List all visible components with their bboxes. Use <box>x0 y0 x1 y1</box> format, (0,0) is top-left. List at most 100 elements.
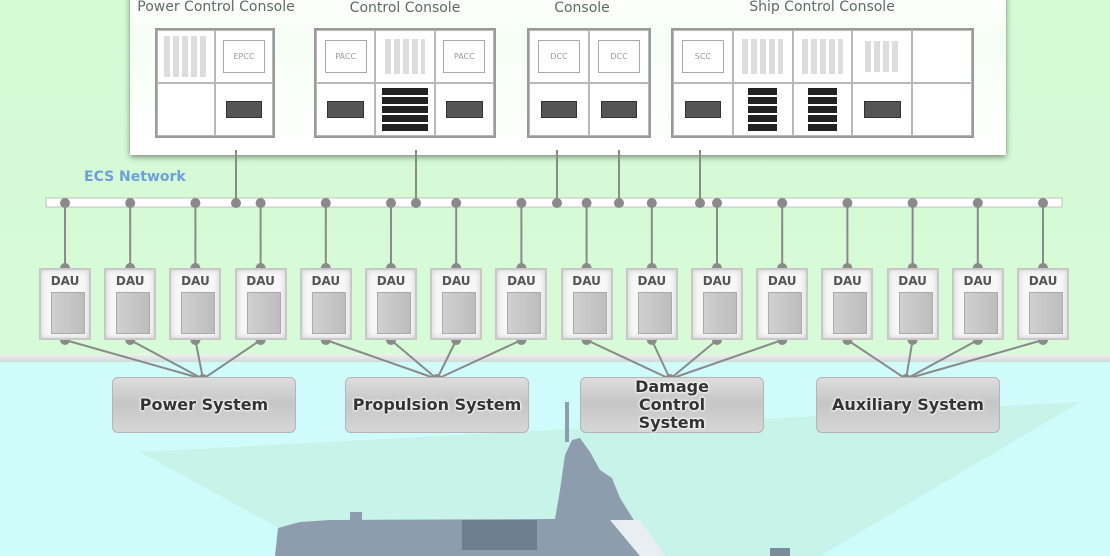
dau-unit[interactable]: DAU <box>495 268 548 340</box>
dau-unit[interactable]: DAU <box>39 268 91 340</box>
dau-unit[interactable]: DAU <box>234 268 287 340</box>
control-panel <box>852 30 913 83</box>
dau-unit[interactable]: DAU <box>299 268 352 340</box>
bus-junction <box>411 198 421 208</box>
bus-junction <box>907 198 918 208</box>
keyboard-panel <box>673 83 733 136</box>
bus-junction <box>614 198 624 208</box>
dau-unit[interactable]: DAU <box>169 268 222 340</box>
dau-label: DAU <box>50 274 80 288</box>
bus-junction <box>552 198 562 208</box>
dau-label: DAU <box>246 274 275 288</box>
keyboard-panel <box>589 83 649 136</box>
dau-label: DAU <box>1028 274 1058 288</box>
area-separator <box>0 354 1110 362</box>
dau-cabinet-icon <box>51 292 85 334</box>
dau-unit[interactable]: DAU <box>625 268 678 340</box>
monitor-label: DCC <box>597 40 641 73</box>
control-panel <box>792 30 853 83</box>
dau-label: DAU <box>181 274 210 288</box>
monitor-label: EPCC <box>223 40 265 73</box>
propulsion-auxiliary-console[interactable]: PACC PACC <box>314 28 496 138</box>
dau-unit[interactable]: DAU <box>1017 268 1069 340</box>
dau-label: DAU <box>115 274 145 288</box>
dau-unit[interactable]: DAU <box>821 268 874 340</box>
power-control-console[interactable]: EPCC <box>155 28 275 138</box>
monitor-label: SCC <box>681 40 725 73</box>
control-panel <box>375 30 435 83</box>
dau-cabinet-icon <box>637 292 672 334</box>
dau-label: DAU <box>898 274 927 288</box>
bus-junction <box>386 198 396 208</box>
dau-system-link <box>905 339 914 380</box>
damage-control-console-title: Damage Control Console <box>525 0 639 16</box>
dau-label: DAU <box>637 274 667 288</box>
propulsion-system-label: Propulsion System <box>352 395 522 414</box>
epcc-monitor: EPCC <box>215 30 273 83</box>
monitor-label: PACC <box>324 40 367 73</box>
lever-panel <box>375 83 435 136</box>
dau-label: DAU <box>767 274 797 288</box>
bus-junction <box>125 198 136 208</box>
dau-system-link <box>129 339 204 380</box>
bus-junction <box>1038 198 1048 208</box>
dau-unit[interactable]: DAU <box>691 268 743 340</box>
keyboard-panel <box>852 83 913 136</box>
ship-control-console-title: Ship Control Console <box>749 0 895 15</box>
dau-label: DAU <box>376 274 406 288</box>
power-system-box[interactable]: Power System <box>112 377 296 433</box>
dau-cabinet-icon <box>116 292 151 334</box>
dau-cabinet-icon <box>572 292 607 334</box>
pacc-monitor: PACC <box>316 30 376 83</box>
dau-cabinet-icon <box>181 292 216 334</box>
dau-system-link <box>436 339 522 380</box>
auxiliary-system-box[interactable]: Auxiliary System <box>816 377 1000 433</box>
dau-system-link <box>202 339 262 380</box>
bus-junction <box>320 198 331 208</box>
dau-cabinet-icon <box>311 292 346 334</box>
propulsion-system-box[interactable]: Propulsion System <box>345 377 529 433</box>
propulsion-auxiliary-console-title: Propulsion/Auxiliary Control Console <box>336 0 474 16</box>
dau-unit[interactable]: DAU <box>430 268 483 340</box>
dau-unit[interactable]: DAU <box>560 268 613 340</box>
dcc-monitor: DCC <box>589 30 649 83</box>
monitor-label: DCC <box>537 40 581 73</box>
dau-cabinet-icon <box>703 292 737 334</box>
bus-junction <box>516 198 527 208</box>
dau-system-link <box>390 339 438 380</box>
ship-control-console[interactable]: SCC <box>671 28 974 138</box>
dau-cabinet-icon <box>898 292 933 334</box>
dau-system-link <box>669 339 718 380</box>
dau-unit[interactable]: DAU <box>104 268 157 340</box>
damage-control-system-box[interactable]: Damage Control System <box>580 377 764 433</box>
dcc-monitor: DCC <box>529 30 589 83</box>
ship-stern-detail <box>770 548 790 556</box>
dau-label: DAU <box>441 274 471 288</box>
ship-radar <box>350 512 362 522</box>
dau-unit[interactable]: DAU <box>365 268 417 340</box>
damage-control-console[interactable]: DCC DCC <box>527 28 651 138</box>
dau-system-link <box>436 339 458 380</box>
auxiliary-system-label: Auxiliary System <box>832 395 984 414</box>
bus-junction <box>255 198 266 208</box>
ship-deck-edge <box>610 520 665 556</box>
blank-panel <box>157 83 215 136</box>
bus-junction <box>842 198 853 208</box>
dau-unit[interactable]: DAU <box>886 268 939 340</box>
dau-cabinet-icon <box>377 292 411 334</box>
blank-panel <box>912 83 972 136</box>
dau-label: DAU <box>311 274 341 288</box>
dau-system-link <box>325 339 438 380</box>
bus-junction <box>777 198 788 208</box>
dau-label: DAU <box>702 274 732 288</box>
dau-unit[interactable]: DAU <box>951 268 1004 340</box>
dau-cabinet-icon <box>1029 292 1063 334</box>
dau-unit[interactable]: DAU <box>756 268 809 340</box>
dau-cabinet-icon <box>768 292 803 334</box>
dau-system-link <box>194 339 204 380</box>
dau-system-link <box>846 339 907 380</box>
power-control-console-title: Power Control Console <box>137 0 295 15</box>
keyboard-panel <box>215 83 273 136</box>
bus-junction <box>231 198 241 208</box>
keyboard-panel <box>316 83 376 136</box>
